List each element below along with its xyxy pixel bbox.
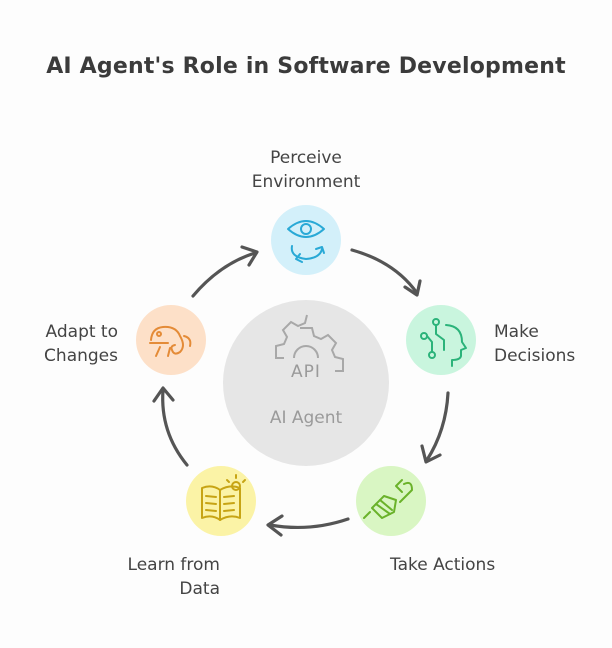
arrow-learn-to-adapt xyxy=(161,388,189,467)
step-circle-take xyxy=(356,466,426,536)
arrow-perceive-to-make xyxy=(350,248,419,295)
gear-icon xyxy=(275,314,344,372)
book-bulb-icon xyxy=(201,474,246,521)
step-label-take: Take Actions xyxy=(390,555,496,575)
head-circuit-icon xyxy=(420,318,467,367)
center-circle xyxy=(223,300,389,466)
eye-icon xyxy=(287,220,325,263)
arrow-head xyxy=(266,514,284,537)
center-icon-text: API xyxy=(291,362,321,382)
arrow-head xyxy=(152,386,175,403)
arrow-adapt-to-perceive xyxy=(191,251,257,298)
center-label: AI Agent xyxy=(269,408,343,428)
arrow-head xyxy=(420,444,442,464)
step-circle-make xyxy=(406,305,476,375)
step-label-adapt: Adapt to Changes xyxy=(44,322,118,366)
arrow-head xyxy=(240,245,259,267)
arrow-make-to-take xyxy=(425,391,450,462)
chameleon-icon xyxy=(149,325,192,357)
step-circle-adapt xyxy=(136,305,206,375)
arrow-head xyxy=(403,279,422,297)
diagram-title: AI Agent's Role in Software Development xyxy=(46,54,566,79)
step-label-learn: Learn from Data xyxy=(127,555,220,599)
arrow-take-to-learn xyxy=(268,517,350,530)
wrench-hand-icon xyxy=(363,479,413,519)
step-label-make: Make Decisions xyxy=(494,322,576,366)
step-circle-perceive xyxy=(271,205,341,275)
step-label-perceive: Perceive Environment xyxy=(251,148,361,192)
